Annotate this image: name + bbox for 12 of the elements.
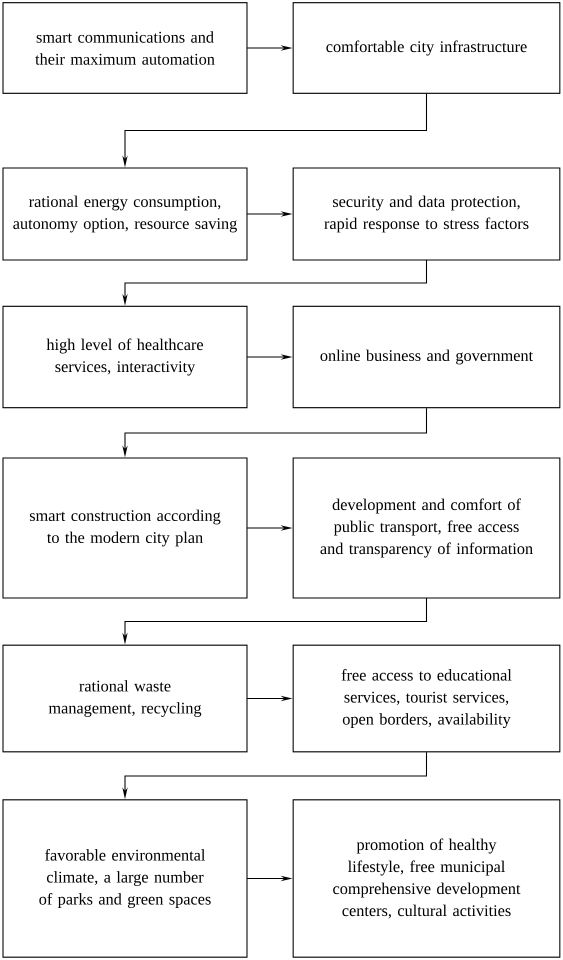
process-box: favorable environmental climate, a large number of parks and green spaces	[2, 799, 248, 958]
process-box: high level of healthcare services, interactivity	[2, 306, 248, 408]
process-box: smart communications and their maximum automation	[2, 2, 248, 94]
process-box: rational energy consumption, autonomy option, resource saving	[2, 167, 248, 261]
process-box: free access to educational services, tourist services, open borders, availability	[292, 644, 560, 752]
process-box: security and data protection, rapid response to stress factors	[292, 167, 560, 261]
process-box: rational waste management, recycling	[2, 644, 248, 752]
process-box: smart construction according to the modern city plan	[2, 457, 248, 599]
process-box: comfortable city infrastructure	[292, 2, 560, 94]
process-box: promotion of healthy lifestyle, free municipal comprehensive development centers, cultural activities	[292, 799, 560, 958]
process-box: online business and government	[292, 306, 560, 408]
process-box: development and comfort of public transport, free access and transparency of information	[292, 457, 560, 599]
